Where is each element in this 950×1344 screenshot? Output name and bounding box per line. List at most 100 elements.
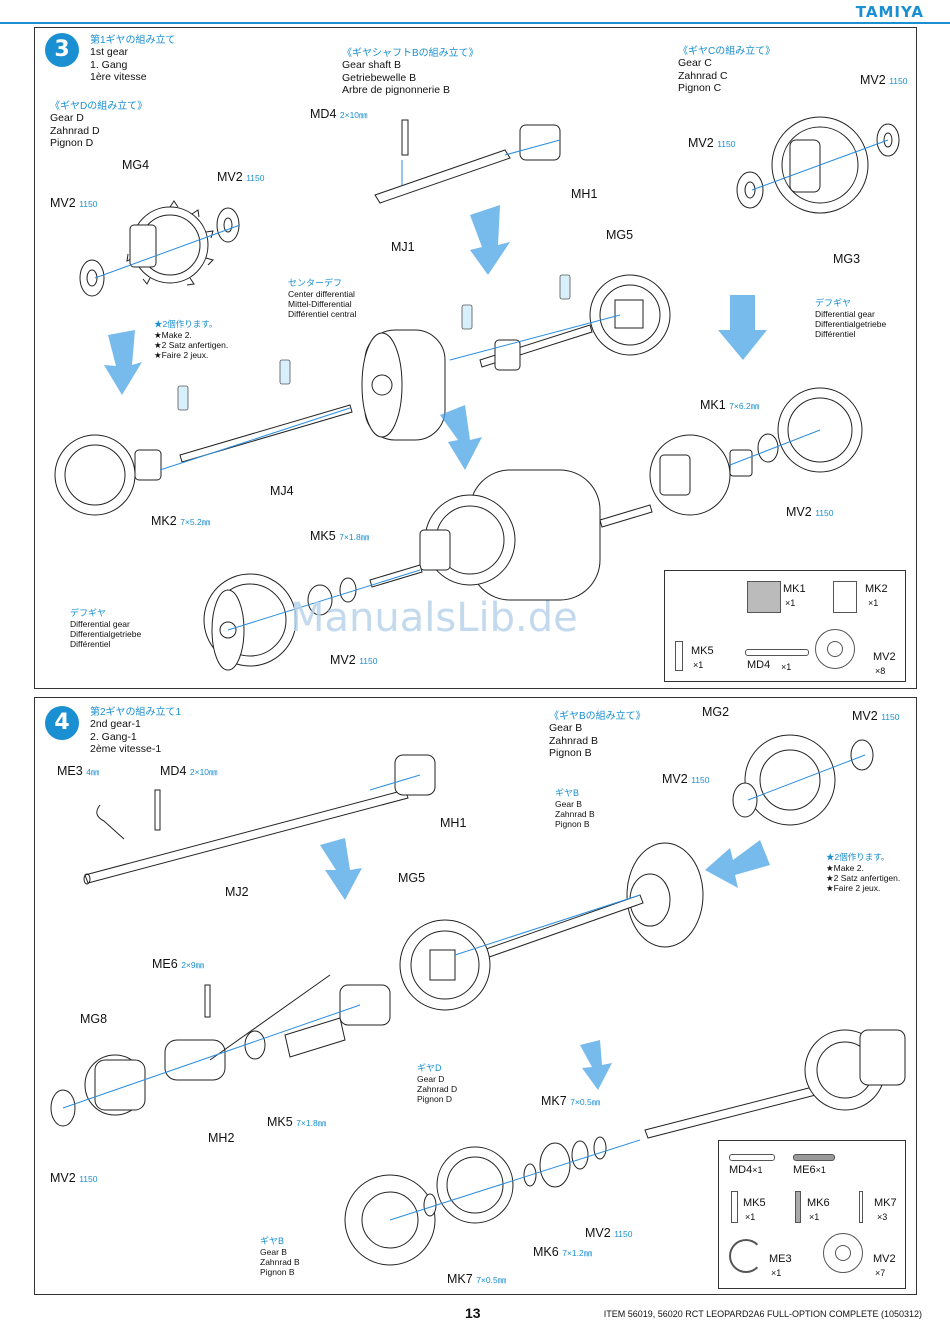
step4-title-de: 2. Gang-1 <box>90 730 137 743</box>
grease-tube-icon <box>279 359 291 385</box>
label-mh2: MH2 <box>208 1131 235 1145</box>
brand-logo: TAMIYA <box>855 3 924 21</box>
label-me6: ME6 2×9㎜ <box>152 957 204 971</box>
part-code: MK7 <box>541 1094 567 1108</box>
note-line: ★Faire 2 jeux. <box>154 350 209 360</box>
caption-jp: 《ギヤシャフトBの組み立て》 <box>342 48 479 59</box>
part-code: MD4 <box>160 764 187 778</box>
label-mg3: MG3 <box>833 252 861 266</box>
watermark: ManualsLib.de <box>290 595 578 641</box>
part-dim: 7×1.2㎜ <box>562 1248 593 1258</box>
md4-part-icon <box>729 1154 775 1161</box>
step3-title: 第1ギヤの組み立て 1st gear 1. Gang 1ère vitesse <box>90 31 176 84</box>
note-jp: ★2個作ります。 <box>154 319 218 329</box>
caption-line: Differentialgetriebe <box>815 319 887 329</box>
part-dim: 1150 <box>614 1229 633 1239</box>
caption-jp: ギヤB <box>555 788 580 798</box>
part-code: MD4 <box>310 107 337 121</box>
label-mv2: MV2 1150 <box>217 170 264 184</box>
mk2-part-icon <box>833 581 857 613</box>
label-mv2: MV2 1150 <box>50 1171 97 1185</box>
part-dim: 1150 <box>889 76 908 86</box>
legend-mv2: MV2 <box>873 651 896 663</box>
caption-line: Pignon B <box>549 747 592 759</box>
label-mv2: MV2 1150 <box>330 653 377 667</box>
caption-line: Center differential <box>288 289 355 299</box>
part-code: MK2 <box>151 514 177 528</box>
part-code: MV2 <box>688 136 714 150</box>
e-clip-icon <box>729 1239 763 1273</box>
md4-part-icon <box>745 649 809 656</box>
part-code: MK6 <box>533 1245 559 1259</box>
mk1-part-icon <box>747 581 781 613</box>
caption-line: Pignon D <box>417 1094 452 1104</box>
legend-mk1-qty: ×1 <box>785 598 796 608</box>
arrow-down-icon <box>440 405 482 470</box>
label-mk1: MK1 7×6.2㎜ <box>700 398 759 412</box>
caption-line: Differentialgetriebe <box>70 629 142 639</box>
grease-tube-icon <box>461 304 473 330</box>
part-code: ME3 <box>57 764 83 778</box>
label-me3: ME3 4㎜ <box>57 764 99 778</box>
legend-mv2-qty: ×7 <box>875 1268 886 1278</box>
part-dim: 1150 <box>691 775 710 785</box>
legend-mk5-qty: ×1 <box>745 1212 756 1222</box>
legend-mk1: MK1 <box>783 583 806 595</box>
label-mh1: MH1 <box>440 816 467 830</box>
legend-mk2-qty: ×1 <box>868 598 879 608</box>
part-code: MV2 <box>217 170 243 184</box>
note-line: ★Make 2. <box>826 863 864 873</box>
label-mk5: MK5 7×1.8㎜ <box>310 529 369 543</box>
step4-title-en: 2nd gear-1 <box>90 718 141 730</box>
caption-line: Gear B <box>549 722 583 734</box>
caption-line: Arbre de pignonnerie B <box>342 84 450 96</box>
label-md4: MD4 2×10㎜ <box>160 764 218 778</box>
legend-mv2: MV2 <box>873 1253 896 1265</box>
caption-line: Differential gear <box>815 309 875 319</box>
part-code: MK5 <box>267 1115 293 1129</box>
caption-line: Zahnrad B <box>555 809 595 819</box>
part-code: MV2 <box>662 772 688 786</box>
step4-gear-b-bottom-caption: ギヤB Gear B Zahnrad B Pignon B <box>260 1234 300 1277</box>
part-dim: 1150 <box>815 508 834 518</box>
caption-jp: ギヤD <box>417 1063 442 1073</box>
part-dim: 2×10㎜ <box>189 767 218 777</box>
step3-panel <box>34 27 917 689</box>
caption-line: Zahnrad B <box>549 734 599 747</box>
caption-line: Différentiel central <box>288 309 357 319</box>
part-code: MV2 <box>852 709 878 723</box>
me6-part-icon <box>793 1154 835 1161</box>
step3-title-en: 1st gear <box>90 46 128 58</box>
legend-mk6: MK6 <box>807 1197 830 1209</box>
step3-gear-d-caption: 《ギヤDの組み立て》 Gear D Zahnrad D Pignon D <box>50 97 147 150</box>
legend-md4-qty: ×1 <box>781 662 792 672</box>
part-dim: 7×6.2㎜ <box>729 401 760 411</box>
part-code: MV2 <box>330 653 356 667</box>
label-mg5: MG5 <box>606 228 634 242</box>
part-dim: 7×0.5㎜ <box>476 1275 507 1285</box>
arrow-down-icon <box>470 205 510 275</box>
caption-line: Getriebewelle B <box>342 71 417 84</box>
caption-line: Mittel-Differential <box>288 299 352 309</box>
label-mj4: MJ4 <box>270 484 294 498</box>
label-mj2: MJ2 <box>225 885 249 899</box>
caption-jp: 《ギヤCの組み立て》 <box>678 46 776 57</box>
caption-line: Zahnrad B <box>260 1257 300 1267</box>
label-mg4: MG4 <box>122 158 150 172</box>
note-line: ★2 Satz anfertigen. <box>826 873 901 883</box>
header-rule <box>0 22 950 24</box>
note-jp: ★2個作ります。 <box>826 852 890 862</box>
step3-title-fr: 1ère vitesse <box>90 71 147 83</box>
part-code: MV2 <box>860 73 886 87</box>
step4-gear-b-top-caption: 《ギヤBの組み立て》 Gear B Zahnrad B Pignon B <box>549 707 646 760</box>
legend-me3-qty: ×1 <box>771 1268 782 1278</box>
step4-title-fr: 2ème vitesse-1 <box>90 743 162 755</box>
part-dim: 7×0.5㎜ <box>570 1097 601 1107</box>
legend-md4: MD4 <box>747 659 771 671</box>
part-code: MV2 <box>786 505 812 519</box>
legend-mk7: MK7 <box>874 1197 897 1209</box>
mv2-bearing-icon <box>815 629 855 669</box>
step4-panel <box>34 697 917 1295</box>
